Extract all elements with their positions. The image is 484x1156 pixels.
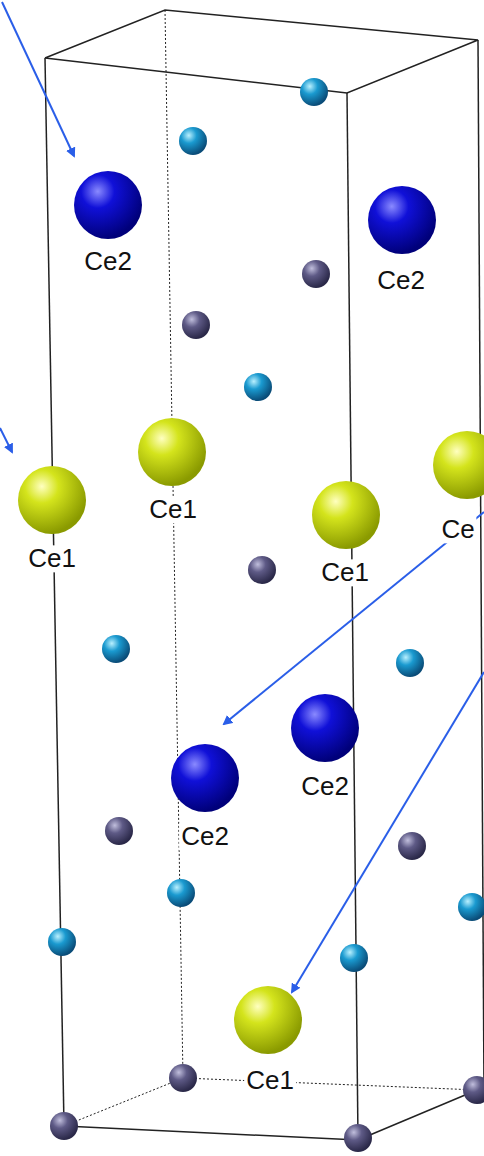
pointer-arrows — [0, 2, 484, 992]
atom-label: Ce2 — [179, 823, 231, 850]
atom-label: Ce1 — [26, 545, 78, 572]
atom-label: Ce1 — [244, 1067, 296, 1094]
atom-label: Ce2 — [299, 773, 351, 800]
atoms — [18, 78, 484, 1152]
atom-label: Ce1 — [147, 496, 199, 523]
atom-label: Ce2 — [82, 248, 134, 275]
cell-edges — [45, 10, 484, 1140]
atom-label: Ce — [439, 516, 476, 543]
atom-label: Ce1 — [319, 559, 371, 586]
atom-label: Ce2 — [375, 267, 427, 294]
